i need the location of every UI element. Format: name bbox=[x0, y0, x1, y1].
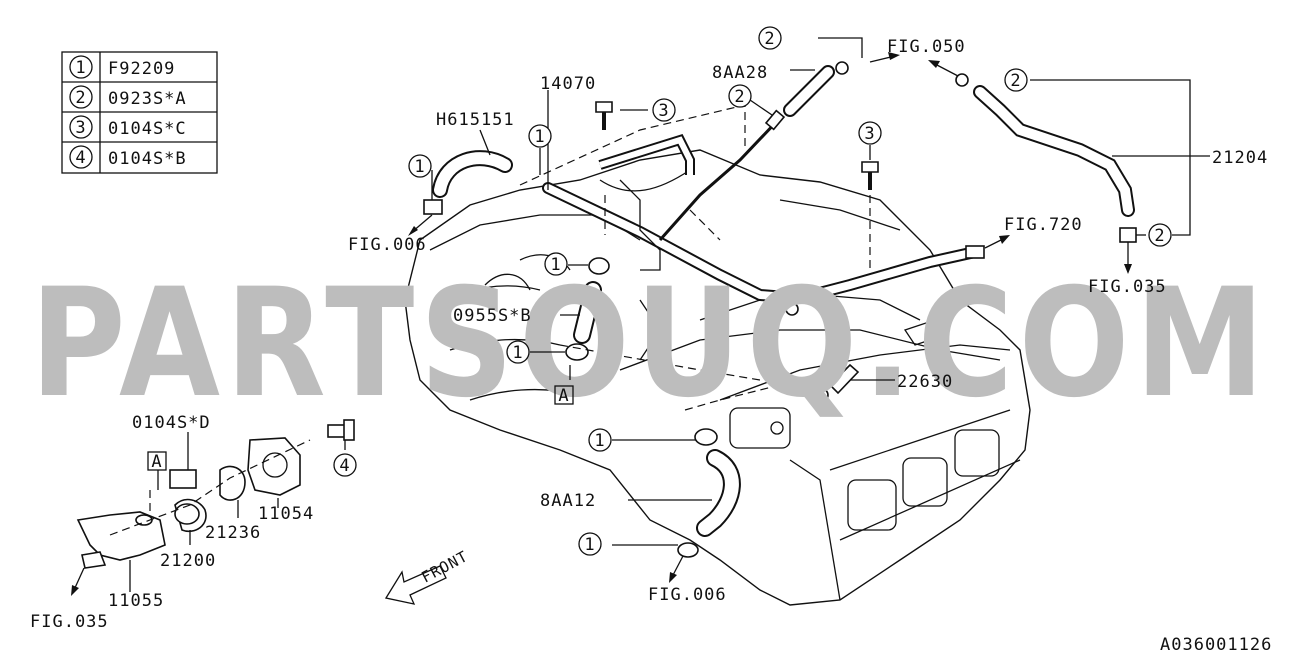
svg-text:2: 2 bbox=[734, 87, 745, 107]
callout-2: 2 bbox=[1148, 223, 1172, 247]
svg-text:2: 2 bbox=[1010, 71, 1021, 91]
box-a-label: A bbox=[558, 386, 569, 406]
label-21204: 21204 bbox=[1212, 148, 1268, 168]
bolt-3-right bbox=[861, 161, 879, 270]
svg-text:1: 1 bbox=[550, 255, 561, 275]
legend-row-2: 2 0923S*A bbox=[69, 85, 187, 109]
callout-1: 1 bbox=[588, 428, 612, 452]
svg-text:1: 1 bbox=[414, 157, 425, 177]
label-8aa12: 8AA12 bbox=[540, 491, 596, 511]
label-fig050[interactable]: FIG.050 bbox=[887, 37, 966, 57]
legend-code: 0104S*C bbox=[108, 119, 187, 139]
hose-8aa28 bbox=[658, 61, 849, 241]
label-fig035-right[interactable]: FIG.035 bbox=[1088, 277, 1167, 297]
legend-num: 3 bbox=[75, 118, 86, 138]
intake-port bbox=[902, 457, 948, 507]
label-11055: 11055 bbox=[108, 591, 164, 611]
hose-14070 bbox=[542, 182, 985, 316]
svg-text:2: 2 bbox=[1154, 226, 1165, 246]
sensor-22630 bbox=[815, 363, 860, 402]
callout-3: 3 bbox=[652, 98, 676, 122]
legend-row-3: 3 0104S*C bbox=[69, 115, 187, 139]
label-22630: 22630 bbox=[897, 372, 953, 392]
label-fig720[interactable]: FIG.720 bbox=[1004, 215, 1083, 235]
callout-1: 1 bbox=[408, 154, 432, 178]
label-0104sd: 0104S*D bbox=[132, 413, 211, 433]
legend-code: 0923S*A bbox=[108, 89, 187, 109]
intake-port bbox=[954, 429, 1000, 477]
legend-num: 4 bbox=[75, 148, 86, 168]
hose-0955sb bbox=[565, 257, 610, 361]
callout-1: 1 bbox=[528, 124, 552, 148]
callout-2: 2 bbox=[1004, 68, 1028, 92]
hose-h615151 bbox=[423, 150, 513, 215]
part-labels: H615151 14070 8AA28 FIG.050 21204 FIG.00… bbox=[30, 37, 1272, 655]
watermark: PARTSOUQ.COM bbox=[30, 257, 1270, 431]
svg-text:3: 3 bbox=[658, 101, 669, 121]
front-indicator: FRONT bbox=[384, 547, 471, 605]
legend-code: 0104S*B bbox=[108, 149, 187, 169]
svg-text:1: 1 bbox=[584, 535, 595, 555]
legend-table: 1 F92209 2 0923S*A 3 0104S*C 4 0104S*B bbox=[61, 51, 218, 174]
label-0955sb: 0955S*B bbox=[453, 306, 532, 326]
box-a-marker: A bbox=[147, 451, 167, 472]
front-label: FRONT bbox=[418, 547, 471, 586]
svg-text:1: 1 bbox=[512, 343, 523, 363]
legend-code: F92209 bbox=[108, 59, 175, 79]
callout-2: 2 bbox=[758, 26, 782, 50]
box-a-label: A bbox=[151, 452, 162, 472]
svg-text:3: 3 bbox=[864, 124, 875, 144]
label-fig006-bottom[interactable]: FIG.006 bbox=[648, 585, 727, 605]
drawing-code: A036001126 bbox=[1160, 635, 1272, 653]
water-outlet-assembly bbox=[76, 419, 355, 569]
label-14070: 14070 bbox=[540, 74, 596, 94]
label-21200: 21200 bbox=[160, 551, 216, 571]
callout-3: 3 bbox=[858, 121, 882, 145]
guide-lines bbox=[519, 104, 801, 411]
svg-text:4: 4 bbox=[339, 456, 350, 476]
intake-port bbox=[847, 479, 897, 531]
label-fig035-left[interactable]: FIG.035 bbox=[30, 612, 109, 632]
svg-text:1: 1 bbox=[534, 127, 545, 147]
callout-4: 4 bbox=[333, 453, 357, 477]
svg-text:1: 1 bbox=[594, 431, 605, 451]
callout-2: 2 bbox=[728, 84, 752, 108]
label-fig006-top[interactable]: FIG.006 bbox=[348, 235, 427, 255]
label-h615151: H615151 bbox=[436, 110, 515, 130]
callout-1: 1 bbox=[544, 252, 568, 276]
box-a-marker: A bbox=[554, 385, 574, 406]
pipe-bracket bbox=[598, 133, 695, 271]
label-11054: 11054 bbox=[258, 504, 314, 524]
callout-1: 1 bbox=[506, 340, 530, 364]
callouts: 1 1 1 1 1 1 2 2 2 2 3 3 4 bbox=[333, 26, 1172, 556]
label-21236: 21236 bbox=[205, 523, 261, 543]
bolt-3-upper bbox=[595, 101, 613, 130]
hose-8aa12 bbox=[677, 428, 741, 558]
label-8aa28: 8AA28 bbox=[712, 63, 768, 83]
svg-text:2: 2 bbox=[764, 29, 775, 49]
legend-row-1: 1 F92209 bbox=[69, 55, 175, 79]
callout-1: 1 bbox=[578, 532, 602, 556]
legend-num: 2 bbox=[75, 88, 86, 108]
arrows bbox=[71, 52, 1132, 596]
legend-num: 1 bbox=[75, 58, 86, 78]
legend-row-4: 4 0104S*B bbox=[69, 145, 187, 169]
